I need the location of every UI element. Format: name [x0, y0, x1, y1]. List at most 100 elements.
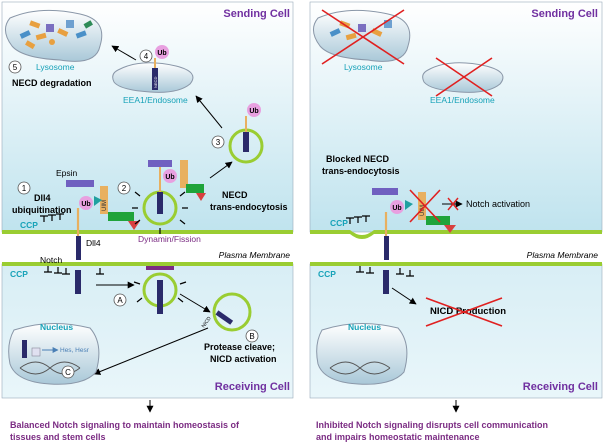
- budding-ub: [163, 169, 177, 183]
- uim-cross-icon: [409, 189, 441, 223]
- vesicle-3-ub: [247, 103, 261, 117]
- right-ccp-label-bottom: CCP: [318, 269, 336, 279]
- right-teal-wedge-icon: [405, 200, 413, 210]
- caption-right-line1: Inhibited Notch signaling disrupts cell …: [316, 420, 548, 430]
- step-1-number: 1: [22, 184, 27, 193]
- lysosome-cross-icon: [321, 9, 405, 65]
- vesicle-b-nicd: [215, 310, 234, 325]
- nucleus-label: Nucleus: [40, 322, 73, 332]
- right-notch-ecd: [384, 236, 389, 260]
- right-ccp-pit-bottom: [356, 266, 414, 277]
- notch-label: Notch: [40, 255, 62, 265]
- arrow-b-to-nucleus: [93, 327, 209, 375]
- right-ub: [390, 200, 404, 214]
- dll4-ub-label: Ub: [81, 201, 90, 208]
- step-5-label: NECD degradation: [12, 78, 92, 88]
- endosome-ub: [155, 45, 169, 59]
- nucleus: Nucleus Hes, Hesr: [8, 322, 100, 385]
- caption-left-line1: Balanced Notch signaling to maintain hom…: [10, 420, 240, 430]
- right-panel: Sending Cell Receiving Cell Plasma Membr…: [309, 1, 603, 442]
- right-sending-cell-title: Sending Cell: [531, 8, 598, 20]
- dll4-label: Dll4: [86, 238, 101, 248]
- right-endosome-label: EEA1/Endosome: [430, 95, 495, 105]
- vesicle-3-necd: [243, 132, 249, 152]
- necd-trans-line1: NECD: [222, 190, 248, 200]
- step-b-marker: [245, 329, 259, 343]
- right-lysosome-label: Lysosome: [344, 62, 383, 72]
- epsin-bar: [66, 180, 94, 187]
- step-c-label: C: [65, 368, 71, 377]
- dynamin-label: Dynamin/Fission: [138, 234, 201, 244]
- red-adaptor-icon: [128, 221, 140, 230]
- step-1-line2: ubiquitination: [12, 205, 71, 215]
- endosome-cross-icon: [435, 57, 493, 97]
- budding-epsin: [148, 160, 172, 167]
- protease-line2: NICD activation: [210, 354, 277, 364]
- arrow-vesicle-to-endosome: [195, 95, 223, 129]
- right-receiving-membrane: [310, 262, 602, 266]
- epsin-label: Epsin: [56, 168, 78, 178]
- step-2-marker: [117, 181, 131, 195]
- right-plasma-membrane-label: Plasma Membrane: [527, 250, 599, 260]
- right-uim-label: UIM: [420, 205, 426, 216]
- step-4-number: 4: [144, 52, 149, 61]
- promoter-box: [31, 347, 41, 357]
- notch-activation-cross-icon: [447, 197, 459, 211]
- step-c-marker: [61, 365, 75, 379]
- arrow-a-to-b: [179, 293, 211, 313]
- lysosome-label: Lysosome: [36, 62, 75, 72]
- right-dna-helix-icon: [329, 361, 391, 375]
- lysosome-contents-icon: [19, 20, 93, 50]
- ccp-label-top: CCP: [20, 220, 38, 230]
- right-nucleus: Nucleus: [316, 322, 408, 385]
- caption-right-line2: and impairs homeostatic maintenance: [316, 432, 480, 442]
- nicd-production-cross-icon: [425, 297, 503, 327]
- vesicle-a-ring: [146, 266, 174, 270]
- right-sending-membrane: [310, 230, 602, 239]
- endosome-ub-label: Ub: [157, 50, 166, 57]
- step-2-number: 2: [122, 184, 127, 193]
- protease-line1: Protease cleave;: [204, 342, 275, 352]
- step-4-marker: [139, 49, 153, 63]
- right-receiving-cell-title: Receiving Cell: [523, 381, 598, 393]
- arrow-endosome-to-lysosome: [111, 45, 137, 61]
- endosome-label: EEA1/Endosome: [123, 95, 188, 105]
- left-panel: Sending Cell Receiving Cell Plasma Membr…: [1, 1, 294, 442]
- right-red-adaptor-icon: [444, 225, 456, 233]
- step-5-number: 5: [13, 63, 18, 72]
- blocked-line1: Blocked NECD: [326, 154, 390, 164]
- budding-red-icon: [196, 193, 206, 201]
- right-lysosome: Lysosome: [313, 9, 411, 72]
- teal-wedge-icon: [94, 196, 102, 206]
- green-adaptor: [108, 212, 134, 221]
- receiving-membrane: [2, 262, 293, 266]
- ccp-pit-bottom: [44, 266, 104, 275]
- right-nucleus-label: Nucleus: [348, 322, 381, 332]
- vesicle-a-nicd: [157, 280, 163, 314]
- blocked-line2: trans-endocytosis: [322, 166, 400, 176]
- arrow-to-vesicle: [209, 161, 233, 179]
- clathrin-coat-icon: [132, 191, 188, 234]
- lysosome: Lysosome: [5, 9, 103, 72]
- endosome-necd: [152, 68, 158, 90]
- nicd-in-nucleus: [22, 340, 27, 358]
- notch-ecd: [76, 236, 81, 260]
- right-ub-label: Ub: [392, 205, 401, 212]
- ccp-pit-top: [40, 213, 64, 222]
- step-3-number: 3: [216, 138, 221, 147]
- vesicle-b: [212, 292, 252, 332]
- step-a-marker: [113, 293, 127, 307]
- right-endosome: EEA1/Endosome: [422, 57, 504, 105]
- target-genes: Hes, Hesr: [60, 347, 90, 354]
- budding-uim: [180, 160, 188, 188]
- dll4-ub: [79, 196, 93, 210]
- right-ccp-label-top: CCP: [330, 218, 348, 228]
- endosome-necd-label: NECD: [153, 77, 158, 88]
- sending-membrane: [2, 230, 293, 234]
- step-b-label: B: [249, 332, 254, 341]
- step-a-label: A: [117, 296, 123, 305]
- arrow-to-nicd-production: [391, 287, 417, 305]
- caption-left-line2: tissues and stem cells: [10, 432, 106, 442]
- receiving-cell-title: Receiving Cell: [215, 381, 290, 393]
